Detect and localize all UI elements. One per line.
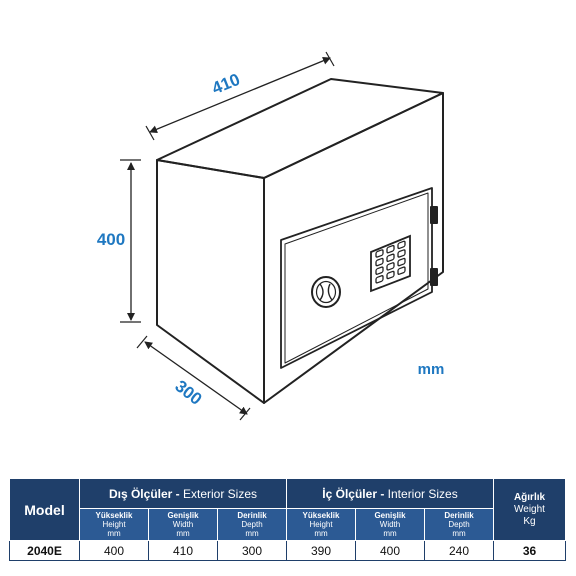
height-label: 400 xyxy=(97,230,125,249)
door-hinges xyxy=(430,206,438,286)
table-row: 2040E 400 410 300 390 400 240 36 xyxy=(9,540,566,561)
unit-label: mm xyxy=(418,361,445,378)
width-dimension: 410 xyxy=(145,51,335,141)
keypad-key xyxy=(397,257,406,267)
keypad-key xyxy=(386,270,395,280)
exterior-width-cell: 410 xyxy=(148,540,218,561)
interior-depth-cell: 240 xyxy=(424,540,494,561)
keypad-key xyxy=(375,275,384,284)
keypad-key xyxy=(386,262,395,271)
safe-top-face xyxy=(156,78,444,179)
safe-door-inner xyxy=(284,192,429,364)
width-label: 410 xyxy=(209,70,242,98)
keypad-key xyxy=(397,249,406,258)
keypad-key xyxy=(386,253,395,263)
safe-side-face xyxy=(156,159,265,404)
interior-sizes-header: İç Ölçüler - Interior Sizes xyxy=(286,478,494,509)
depth-dimension: 300 xyxy=(136,335,251,421)
exterior-depth-cell: 300 xyxy=(217,540,287,561)
weight-header: Ağırlık Weight Kg xyxy=(493,478,566,541)
model-header: Model xyxy=(9,478,80,541)
weight-cell: 36 xyxy=(493,540,566,561)
exterior-sizes-header: Dış Ölçüler - Exterior Sizes xyxy=(79,478,287,509)
interior-height-cell: 390 xyxy=(286,540,356,561)
knob-icon xyxy=(311,276,341,308)
hinge-bottom xyxy=(430,268,438,286)
safe-drawing: 410 400 300 mm xyxy=(97,51,445,421)
safe-front-face xyxy=(263,92,444,404)
safe-body xyxy=(156,78,444,404)
spec-table: Model Dış Ölçüler - Exterior Sizes İç Öl… xyxy=(9,478,566,561)
keypad-key xyxy=(375,249,384,258)
keypad-key xyxy=(397,266,406,275)
height-dimension: 400 xyxy=(97,159,141,323)
keypad-icon xyxy=(370,234,411,293)
safe-door xyxy=(280,187,433,369)
keypad-key xyxy=(375,266,384,275)
interior-width-cell: 400 xyxy=(355,540,425,561)
model-cell: 2040E xyxy=(9,540,80,561)
exterior-height-cell: 400 xyxy=(79,540,149,561)
keypad-key xyxy=(386,244,395,254)
hinge-top xyxy=(430,206,438,224)
keypad-key xyxy=(397,240,406,250)
keypad-key xyxy=(375,257,384,267)
